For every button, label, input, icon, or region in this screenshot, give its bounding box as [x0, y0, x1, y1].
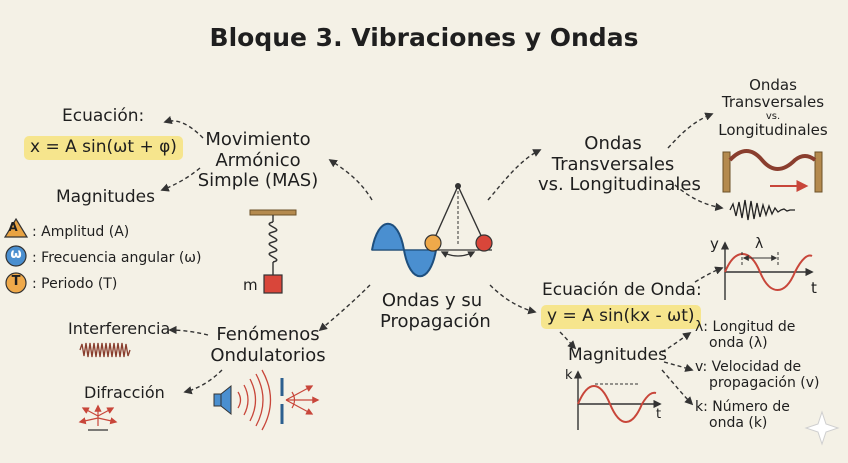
wave-types-line2: Transversales — [551, 153, 675, 175]
magnitude-velocity-line2: propagación (v) — [709, 375, 820, 392]
wave-equation-heading: Ecuación de Onda: — [542, 280, 702, 300]
page-title: Bloque 3. Vibraciones y Ondas — [209, 23, 639, 52]
arrow-center-to-waveeq — [489, 284, 537, 315]
wave-types-label-line1: Ondas — [749, 76, 797, 94]
mag-graph-t-label: t — [656, 407, 662, 422]
arrow-center-to-mas — [328, 159, 373, 201]
center-node-line2: Propagación — [380, 310, 491, 332]
mas-magnitudes-heading: Magnitudes — [56, 187, 155, 207]
mass-label: m — [243, 276, 258, 294]
angular-frequency-glyph: ω — [10, 247, 22, 262]
wave-equation-graph — [720, 241, 814, 300]
mas-node-line3: Simple (MAS) — [197, 170, 319, 192]
magnitude-wavelength-line2: onda (λ) — [709, 335, 768, 352]
phenomena-line1: Fenómenos — [216, 324, 320, 345]
equation-heading: Ecuación: — [62, 106, 145, 126]
arrow-center-to-phenomena — [318, 284, 371, 332]
amplitude-label: : Amplitud (A) — [32, 224, 130, 240]
mas-node-line2: Armónico — [215, 149, 301, 171]
arrow-mag-to-velocity — [663, 361, 694, 372]
center-wave-pendulum-illustration — [371, 183, 493, 278]
arrow-center-to-types — [487, 149, 542, 201]
diffraction-label: Difracción — [84, 383, 165, 402]
arrow-eq-to-graph — [694, 266, 724, 283]
angular-frequency-label: : Frecuencia angular (ω) — [32, 250, 202, 266]
phenomena-node: Fenómenos Ondulatorios — [205, 324, 331, 366]
arrow-mag-to-lambda — [661, 332, 692, 353]
mag-graph-k-label: k — [565, 368, 573, 383]
wave-graph-t-label: t — [811, 279, 817, 297]
magnitudes-graph — [573, 370, 662, 430]
interference-illustration — [79, 342, 131, 358]
wave-equation: y = A sin(kx - ωt) — [541, 305, 701, 329]
spring-mass-illustration — [249, 209, 297, 294]
magnitude-velocity: v: Velocidad de propagación (v) — [695, 359, 820, 391]
interference-label: Interferencia — [68, 319, 171, 338]
wave-types-label-line4: Longitudinales — [718, 120, 828, 139]
magnitude-icons — [3, 217, 29, 294]
magnitude-wavenumber-line2: onda (k) — [709, 415, 768, 432]
wave-graph-lambda-label: λ — [755, 236, 764, 252]
arrow-mag-to-k — [661, 369, 694, 406]
amplitude-glyph: A — [8, 220, 18, 234]
magnitude-wavelength: λ: Longitud de onda (λ) — [695, 319, 795, 351]
wave-graph-y-label: y — [710, 235, 719, 253]
wave-types-label: Ondas Transversales vs. Longitudinales — [708, 76, 838, 139]
wave-types-line3: vs. Longitudinales — [538, 174, 701, 196]
speaker-diffraction-illustration — [213, 369, 320, 431]
magnitude-wavenumber-line1: k: Número de — [695, 399, 790, 415]
transverse-longitudinal-illustration — [722, 149, 823, 221]
arrow-mas-to-equation — [163, 116, 204, 139]
period-glyph: T — [11, 274, 21, 289]
magnitude-wavenumber: k: Número de onda (k) — [695, 399, 790, 431]
center-node: Ondas y su Propagación — [380, 290, 491, 332]
period-label: : Periodo (T) — [32, 276, 118, 292]
mas-equation: x = A sin(ωt + φ) — [24, 136, 183, 160]
phenomena-line2: Ondulatorios — [210, 344, 326, 366]
mas-node-line1: Movimiento — [205, 129, 311, 150]
wave-types-line1: Ondas — [584, 133, 642, 154]
magnitude-wavelength-line1: λ: Longitud de — [695, 319, 796, 335]
mas-node: Movimiento Armónico Simple (MAS) — [188, 129, 328, 192]
wave-types-node: Ondas Transversales vs. Longitudinales — [538, 133, 701, 196]
arrow-phen-to-interference — [168, 325, 209, 336]
wave-types-label-line2: Transversales — [721, 93, 825, 112]
magnitude-velocity-line1: v: Velocidad de — [695, 359, 802, 375]
diffraction-illustration — [78, 404, 118, 431]
arrow-mas-to-magnitudes — [160, 167, 201, 192]
sparkle-icon — [804, 410, 840, 446]
arrow-phen-to-diffraction — [183, 369, 223, 395]
wave-types-label-line3: vs. — [765, 110, 781, 122]
arrow-waveeq-to-mag — [559, 331, 577, 350]
wave-magnitudes-heading: Magnitudes — [568, 345, 667, 365]
arrow-types-to-label — [667, 112, 714, 149]
center-node-line1: Ondas y su — [381, 290, 483, 311]
